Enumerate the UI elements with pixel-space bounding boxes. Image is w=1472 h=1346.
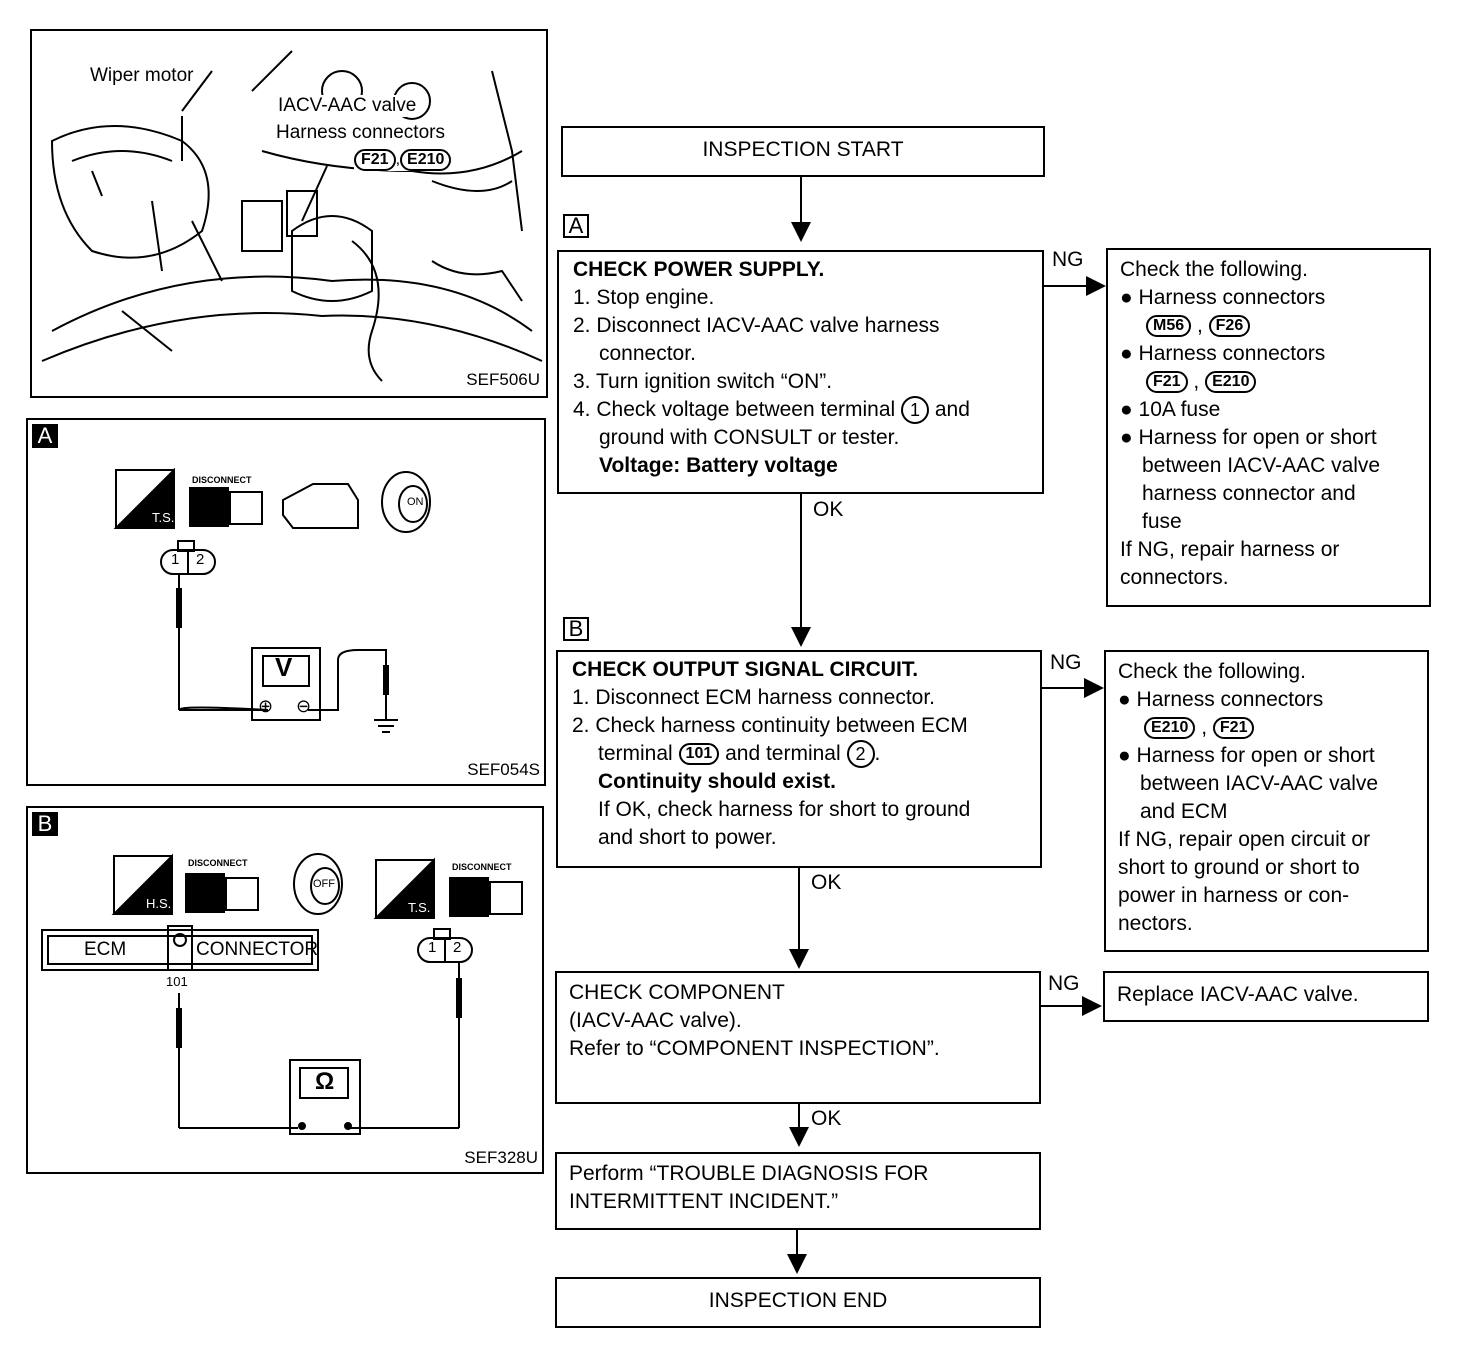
figure-a: A [26,418,546,786]
ng-a-box: Check the following. ● Harness connector… [1106,248,1431,607]
ohmmeter-label: Ω [315,1068,335,1095]
connector-label: CONNECTOR [196,939,319,960]
ng-b-repair-3: power in harness or con- [1118,884,1350,907]
step-b-line-3b: and short to power. [598,826,777,850]
ng-b-bullet-2b: between IACV-AAC valve [1140,772,1379,795]
voltmeter-label: V [275,652,293,682]
step-a-line-3: 3. Turn ignition switch “ON”. [573,370,833,393]
step-b-line-2b: terminal 101 and terminal 2. [572,740,1040,769]
terminal-1-circle: 1 [901,396,930,425]
step-a-line-2b: connector. [599,342,696,365]
figure-a-tag: A [32,424,58,448]
key-off-label: OFF [313,878,335,890]
ng-b-repair-2: short to ground or short to [1118,856,1360,879]
step-b-box: CHECK OUTPUT SIGNAL CIRCUIT. 1. Disconne… [556,650,1042,868]
step-a-title: CHECK POWER SUPPLY. [573,258,825,281]
disconnect-label: DISCONNECT [188,858,248,868]
disconnect-label: DISCONNECT [192,475,252,485]
ng-a-bullet-4: ● Harness for open or short [1120,426,1377,449]
ng-label-b: NG [1050,651,1082,674]
hs-label: H.S. [146,896,172,911]
step-a-voltage: Voltage: Battery voltage [599,454,838,478]
ng-label-a: NG [1052,248,1084,271]
figure-a-wiring [113,467,431,733]
ng-b-bullet-2: ● Harness for open or short [1118,744,1375,767]
step-a-line-4c: ground with CONSULT or tester. [599,426,900,450]
step-a-line-2: 2. Disconnect IACV-AAC valve harness [573,314,940,337]
ng-a-title: Check the following. [1120,258,1308,281]
ng-label-c: NG [1048,972,1080,995]
ng-a-repair-2: connectors. [1120,566,1229,589]
terminal-101-oval: 101 [678,743,720,766]
connector-e210: E210 [400,149,452,171]
ok-label-b: OK [811,871,842,894]
step-b-line-3: If OK, check harness for short to ground [598,798,971,822]
ng-a-bullet-3: ● 10A fuse [1120,398,1221,421]
ng-b-bullet-1: ● Harness connectors [1118,688,1324,711]
key-on-label: ON [407,496,424,508]
step-c-line-2: (IACV-AAC valve). [569,1009,742,1032]
step-c-box: CHECK COMPONENT (IACV-AAC valve). Refer … [555,971,1041,1104]
pin-2: 2 [453,939,462,956]
ng-b-repair-1: If NG, repair open circuit or [1118,828,1371,851]
step-b-line-1: 1. Disconnect ECM harness connector. [572,686,936,709]
ecm-label: ECM [84,939,127,960]
pin-2: 2 [196,551,205,568]
ng-c-box: Replace IACV-AAC valve. [1103,971,1429,1022]
plus-terminal: ⊕ [258,696,274,716]
ng-a-bullet-4b: between IACV-AAC valve [1142,454,1381,477]
figure-code: SEF328U [464,1148,538,1167]
ng-b-bullet-1-connectors: E210 , F21 [1118,714,1427,742]
step-b-line-2: 2. Check harness continuity between ECM [572,714,968,737]
inspection-end-box: INSPECTION END [555,1277,1041,1328]
ng-a-bullet-1: ● Harness connectors [1120,286,1326,309]
figure-b-wiring [41,853,523,1135]
ok-label-a: OK [813,498,844,521]
engine-photo-figure: Wiper motor IACV-AAC valve Harness conne… [30,29,548,398]
step-c-line-1: CHECK COMPONENT [569,981,785,1004]
figure-b: B [26,806,544,1174]
step-a-line-4: 4. Check voltage between terminal 1 and [573,396,1042,425]
ts-label: T.S. [152,510,175,525]
wiper-motor-label: Wiper motor [90,65,194,87]
ng-a-bullet-4d: fuse [1142,510,1182,533]
ok-label-c: OK [811,1107,842,1130]
step-d-line-2: INTERMITTENT INCIDENT.” [569,1190,839,1213]
step-b-tag: B [563,617,589,641]
minus-terminal: ⊖ [296,696,312,716]
engine-bay-sketch [41,50,543,382]
ng-a-bullet-2-connectors: F21 , E210 [1120,368,1429,396]
disconnect-label-2: DISCONNECT [452,862,512,872]
pin-1: 1 [171,551,180,568]
step-a-box: CHECK POWER SUPPLY. 1. Stop engine. 2. D… [557,250,1044,494]
figure-code: SEF506U [466,370,540,390]
step-b-title: CHECK OUTPUT SIGNAL CIRCUIT. [572,658,919,681]
connector-codes: F21,E210 [354,149,452,171]
ng-b-box: Check the following. ● Harness connector… [1104,650,1429,952]
step-a-line-1: 1. Stop engine. [573,286,715,309]
ng-a-bullet-4c: harness connector and [1142,482,1356,505]
terminal-2-circle: 2 [846,740,875,769]
step-c-line-3: Refer to “COMPONENT INSPECTION”. [569,1037,940,1060]
step-b-continuity: Continuity should exist. [598,770,837,794]
ng-a-repair-1: If NG, repair harness or [1120,538,1340,561]
step-a-tag: A [563,214,589,238]
ng-b-bullet-2c: and ECM [1140,800,1228,823]
figure-code: SEF054S [467,760,540,779]
connector-f21: F21 [354,149,396,171]
ts-label: T.S. [408,900,431,915]
inspection-start-box: INSPECTION START [561,126,1045,177]
figure-b-tag: B [32,812,58,836]
ng-b-repair-4: nectors. [1118,912,1193,935]
ng-a-bullet-1-connectors: M56 , F26 [1120,312,1429,340]
iacv-aac-valve-label: IACV-AAC valve [278,95,417,117]
ng-b-title: Check the following. [1118,660,1306,683]
step-d-line-1: Perform “TROUBLE DIAGNOSIS FOR [569,1162,929,1185]
terminal-101-label: 101 [166,974,188,989]
step-d-box: Perform “TROUBLE DIAGNOSIS FOR INTERMITT… [555,1152,1041,1230]
pin-1: 1 [428,939,437,956]
harness-connectors-label: Harness connectors [276,122,445,144]
ng-a-bullet-2: ● Harness connectors [1120,342,1326,365]
